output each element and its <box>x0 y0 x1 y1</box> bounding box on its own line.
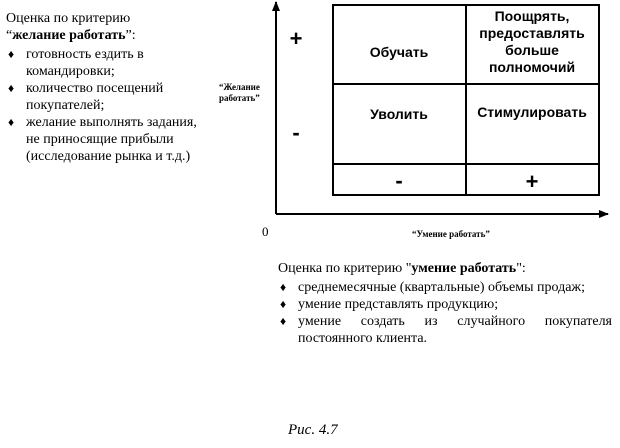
quadrant-train-label: Обучать <box>370 44 429 60</box>
list-item-text: среднемесячные (квартальные) объемы прод… <box>298 280 585 295</box>
list-item-text: готовность ездить в командировки; <box>26 47 144 79</box>
quadrant-encourage-label: Поощрять, предоставлять больше полномочи… <box>479 8 585 75</box>
desire-criteria-block: Оценка по критерию “желание работать”: ♦ г… <box>6 10 206 165</box>
skill-criteria-block: Оценка по критерию "умение работать": ♦ с… <box>278 260 612 347</box>
figure-caption: Рис. 4.7 <box>288 422 338 438</box>
desire-title-bold: желание работать <box>12 28 126 43</box>
y-axis-minus-sign: - <box>292 120 299 145</box>
list-item: ♦ количество посещений покупателей; <box>6 80 206 114</box>
skill-quote-open: " <box>405 261 412 276</box>
list-item-text: количество посещений покупателей; <box>26 81 164 113</box>
desire-title-prefix: Оценка по критерию <box>6 11 131 26</box>
list-item: ♦ желание выполнять задания, не приносящи… <box>6 114 206 165</box>
x-axis-minus-sign: - <box>395 168 402 193</box>
list-item: ♦ среднемесячные (квартальные) объемы про… <box>278 279 612 296</box>
quadrant-encourage-line: больше <box>505 42 559 58</box>
list-item-text: умение представлять продукцию; <box>298 297 499 312</box>
diamond-bullet-icon: ♦ <box>8 47 15 61</box>
list-item: ♦ умение создать из случайного покупателя… <box>278 313 612 347</box>
origin-label: 0 <box>262 224 269 239</box>
list-item-text: желание выполнять задания, не приносящие… <box>26 115 197 164</box>
diamond-bullet-icon: ♦ <box>8 115 15 129</box>
desire-quote-close: ”: <box>125 28 136 43</box>
y-axis-label: “Желание работать” <box>219 82 260 104</box>
x-axis-label: “Умение работать” <box>412 229 490 239</box>
quadrant-stimulate-label: Стимулировать <box>477 104 587 120</box>
skill-quote-close: ": <box>516 261 526 276</box>
list-item: ♦ умение представлять продукцию; <box>278 296 612 313</box>
x-axis-plus-sign: + <box>526 169 539 194</box>
y-axis-label-line: работать” <box>219 93 260 103</box>
skill-criteria-title: Оценка по критерию "умение работать": <box>278 260 612 277</box>
y-axis-plus-sign: + <box>290 26 303 51</box>
diamond-bullet-icon: ♦ <box>280 297 287 311</box>
skill-title-bold: умение работать <box>411 261 517 276</box>
quadrant-encourage-line: полномочий <box>489 59 575 75</box>
quadrant-fire-label: Уволить <box>370 106 428 122</box>
list-item: ♦ готовность ездить в командировки; <box>6 46 206 80</box>
desire-quote-open: “ <box>6 28 13 43</box>
diamond-bullet-icon: ♦ <box>8 81 15 95</box>
quadrant-encourage-line: предоставлять <box>479 25 585 41</box>
skill-title-prefix: Оценка по критерию <box>278 261 406 276</box>
skill-criteria-list: ♦ среднемесячные (квартальные) объемы про… <box>278 279 612 347</box>
desire-criteria-list: ♦ готовность ездить в командировки; ♦ коли… <box>6 46 206 165</box>
diamond-bullet-icon: ♦ <box>280 280 287 294</box>
desire-criteria-title: Оценка по критерию “желание работать”: <box>6 10 206 44</box>
y-axis-label-line: “Желание <box>219 82 260 92</box>
list-item-text: умение создать из случайного покупателя … <box>298 314 612 346</box>
diamond-bullet-icon: ♦ <box>280 314 287 328</box>
quadrant-encourage-line: Поощрять, <box>495 8 570 24</box>
